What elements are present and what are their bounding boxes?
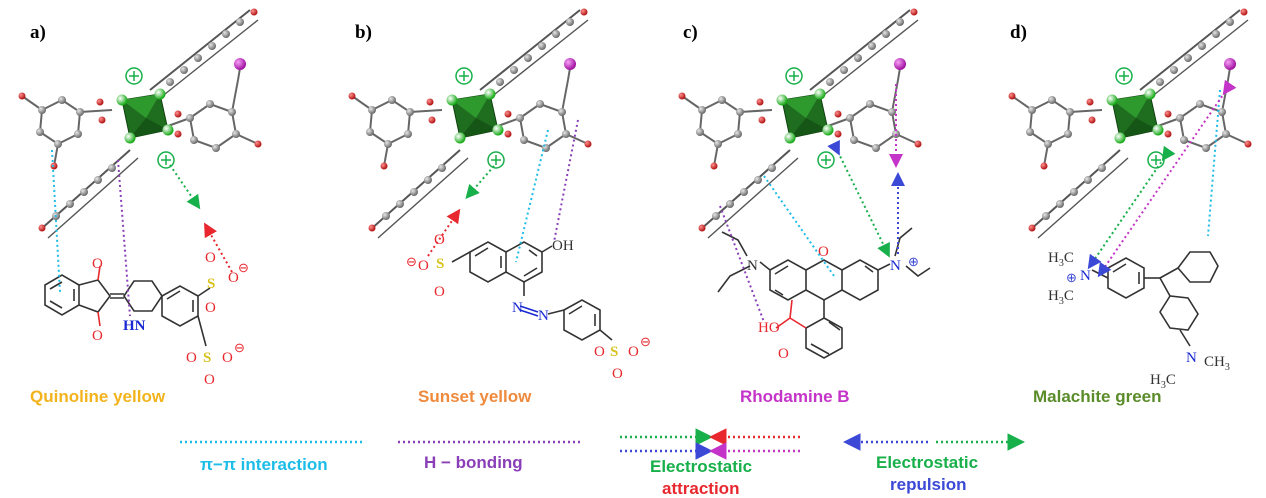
attraction-red-b	[427, 208, 461, 257]
dye-name-quinoline-yellow: Quinoline yellow	[30, 387, 166, 406]
sy-s2-o1: O	[594, 344, 605, 360]
dye-name-sunset-yellow: Sunset yellow	[418, 387, 532, 406]
pi-pi-line-a	[51, 149, 61, 293]
qy-s2-o1: O	[186, 350, 197, 366]
mg-ch3: CH3	[1204, 354, 1230, 373]
rb-n-right: N	[890, 258, 901, 274]
sy-sulfur-2: S	[610, 344, 618, 360]
mof-fragment-d	[1007, 7, 1253, 239]
sy-s1-o1: O	[434, 232, 445, 248]
sy-minus-2: ⊖	[640, 334, 651, 349]
h-bond-line-a	[117, 159, 131, 317]
legend-h-bond-label: H − bonding	[424, 453, 523, 472]
mg-n-right: N	[1186, 350, 1197, 366]
panel-label-d: d)	[1010, 22, 1027, 43]
legend-pi-pi-label: π−π interaction	[200, 455, 328, 474]
rb-carbonyl-o: O	[778, 346, 789, 362]
repulsion-line-c	[827, 139, 890, 258]
qy-hn: HN	[123, 318, 146, 334]
qy-s2-o3: O	[222, 350, 233, 366]
legend-repulsion-line2: repulsion	[890, 475, 967, 494]
qy-s1-o3: O	[228, 270, 239, 286]
sy-s2-o3: O	[628, 344, 639, 360]
rb-oxygen-ring: O	[818, 244, 829, 260]
mof-fragment-b	[347, 7, 593, 239]
attraction-red-a	[204, 222, 233, 273]
rhodamine-b-structure	[717, 227, 931, 359]
sy-minus-1: ⊖	[406, 254, 417, 269]
mg-n-left: N	[1080, 268, 1091, 284]
qy-sulfur-2: S	[203, 350, 211, 366]
mg-h3c-top: H3C	[1048, 250, 1074, 269]
legend: π−π interaction H − bonding Electrostati…	[180, 428, 1025, 498]
qy-s1-o2: O	[205, 300, 216, 316]
legend-attraction-line2: attraction	[662, 479, 739, 498]
sy-s1-o2: O	[434, 284, 445, 300]
legend-attraction-line1: Electrostatic	[650, 457, 752, 476]
qy-s1-o1: O	[205, 250, 216, 266]
rb-n-left: N	[747, 258, 758, 274]
qy-oxygen-top: O	[92, 256, 103, 272]
repulsion-green-d	[1087, 145, 1176, 270]
sy-n-2: N	[538, 308, 549, 324]
sy-oh: OH	[552, 238, 574, 254]
qy-minus-1: ⊖	[238, 260, 249, 275]
repulsion-magenta-d	[1097, 79, 1237, 278]
pi-pi-line-c	[763, 175, 835, 277]
mg-plus: ⊕	[1066, 270, 1077, 285]
attraction-green-b	[465, 165, 495, 200]
mof-fragment-a	[17, 7, 263, 239]
attraction-green-a	[169, 164, 201, 210]
h-bond-line-c	[719, 205, 765, 323]
sy-sulfur-1: S	[436, 256, 444, 272]
sy-s2-o2: O	[612, 366, 623, 382]
rb-plus: ⊕	[908, 254, 919, 269]
h-bond-line-b	[553, 119, 579, 243]
malachite-green-structure	[1091, 251, 1219, 347]
legend-repulsion-line1: Electrostatic	[876, 453, 978, 472]
mg-h3c-right: H3C	[1150, 372, 1176, 391]
quinoline-yellow-structure	[44, 265, 211, 347]
dye-name-rhodamine-b: Rhodamine B	[740, 387, 850, 406]
qy-s2-o2: O	[204, 372, 215, 388]
rb-ho: HO	[758, 320, 780, 336]
pi-pi-line-d	[1207, 89, 1221, 237]
mg-h3c-bottom: H3C	[1048, 288, 1074, 307]
pi-pi-line-b	[515, 129, 549, 263]
mof-fragment-c	[677, 7, 923, 239]
dye-name-malachite-green: Malachite green	[1033, 387, 1162, 406]
sy-n-1: N	[512, 300, 523, 316]
sunset-yellow-structure	[451, 241, 613, 341]
qy-oxygen-bottom: O	[92, 328, 103, 344]
qy-sulfur-1: S	[207, 276, 215, 292]
panel-label-b: b)	[355, 22, 372, 43]
sy-s1-o3: O	[418, 258, 429, 274]
qy-minus-2: ⊖	[234, 340, 245, 355]
panel-label-a: a)	[30, 22, 46, 43]
panel-label-c: c)	[683, 22, 698, 43]
